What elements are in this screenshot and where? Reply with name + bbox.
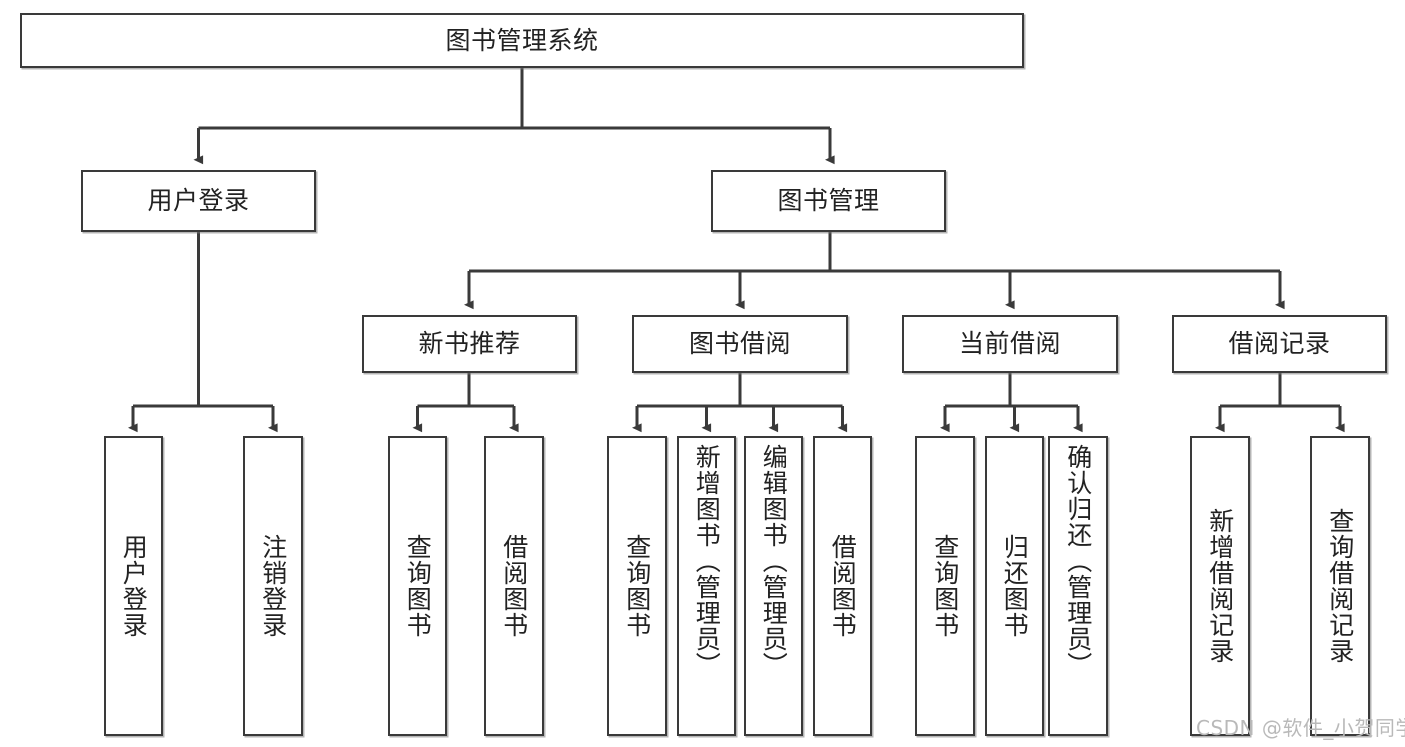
leaf-label: 新增借阅记录: [1205, 508, 1235, 664]
node-level3-当前借阅[interactable]: 当前借阅: [902, 315, 1118, 373]
leaf-编辑图书管理员-under-图书借阅[interactable]: 编辑图书（管理员）: [744, 436, 803, 736]
leaf-确认归还管理员-under-当前借阅[interactable]: 确认归还（管理员）: [1048, 436, 1108, 736]
leaf-查询借阅记录-under-借阅记录[interactable]: 查询借阅记录: [1310, 436, 1370, 736]
leaf-新增图书管理员-under-图书借阅[interactable]: 新增图书（管理员）: [677, 436, 736, 736]
node-label: 当前借阅: [958, 329, 1061, 359]
node-level3-图书借阅[interactable]: 图书借阅: [632, 315, 848, 373]
leaf-label: 查询图书: [403, 534, 433, 638]
leaf-label: 新增图书（管理员）: [692, 444, 722, 678]
node-level2-图书管理[interactable]: 图书管理: [711, 170, 946, 232]
node-root-label: 图书管理系统: [445, 25, 599, 55]
leaf-归还图书-under-当前借阅[interactable]: 归还图书: [985, 436, 1044, 736]
leaf-用户登录-under-用户登录[interactable]: 用户登录: [104, 436, 163, 736]
leaf-label: 注销登录: [258, 534, 288, 638]
node-label: 图书借阅: [688, 329, 791, 359]
node-label: 借阅记录: [1228, 329, 1331, 359]
node-label: 用户登录: [147, 186, 250, 216]
leaf-查询图书-under-图书借阅[interactable]: 查询图书: [607, 436, 667, 736]
leaf-新增借阅记录-under-借阅记录[interactable]: 新增借阅记录: [1190, 436, 1250, 736]
leaf-label: 查询图书: [930, 534, 960, 638]
leaf-查询图书-under-当前借阅[interactable]: 查询图书: [915, 436, 975, 736]
node-level3-新书推荐[interactable]: 新书推荐: [362, 315, 577, 373]
leaf-label: 查询借阅记录: [1325, 508, 1355, 664]
leaf-label: 借阅图书: [828, 534, 858, 638]
leaf-label: 确认归还（管理员）: [1063, 444, 1093, 678]
leaf-查询图书-under-新书推荐[interactable]: 查询图书: [388, 436, 447, 736]
leaf-label: 借阅图书: [499, 534, 529, 638]
node-label: 新书推荐: [418, 329, 521, 359]
node-root[interactable]: 图书管理系统: [20, 13, 1024, 68]
leaf-label: 归还图书: [1000, 534, 1030, 638]
leaf-label: 编辑图书（管理员）: [759, 444, 789, 678]
leaf-label: 查询图书: [622, 534, 652, 638]
leaf-注销登录-under-用户登录[interactable]: 注销登录: [243, 436, 303, 736]
node-level2-用户登录[interactable]: 用户登录: [81, 170, 316, 232]
leaf-借阅图书-under-图书借阅[interactable]: 借阅图书: [813, 436, 872, 736]
leaf-借阅图书-under-新书推荐[interactable]: 借阅图书: [484, 436, 544, 736]
csdn-watermark: CSDN @软件_小贺同学: [1196, 716, 1405, 740]
node-label: 图书管理: [777, 186, 880, 216]
leaf-label: 用户登录: [119, 534, 149, 638]
node-level3-借阅记录[interactable]: 借阅记录: [1172, 315, 1387, 373]
